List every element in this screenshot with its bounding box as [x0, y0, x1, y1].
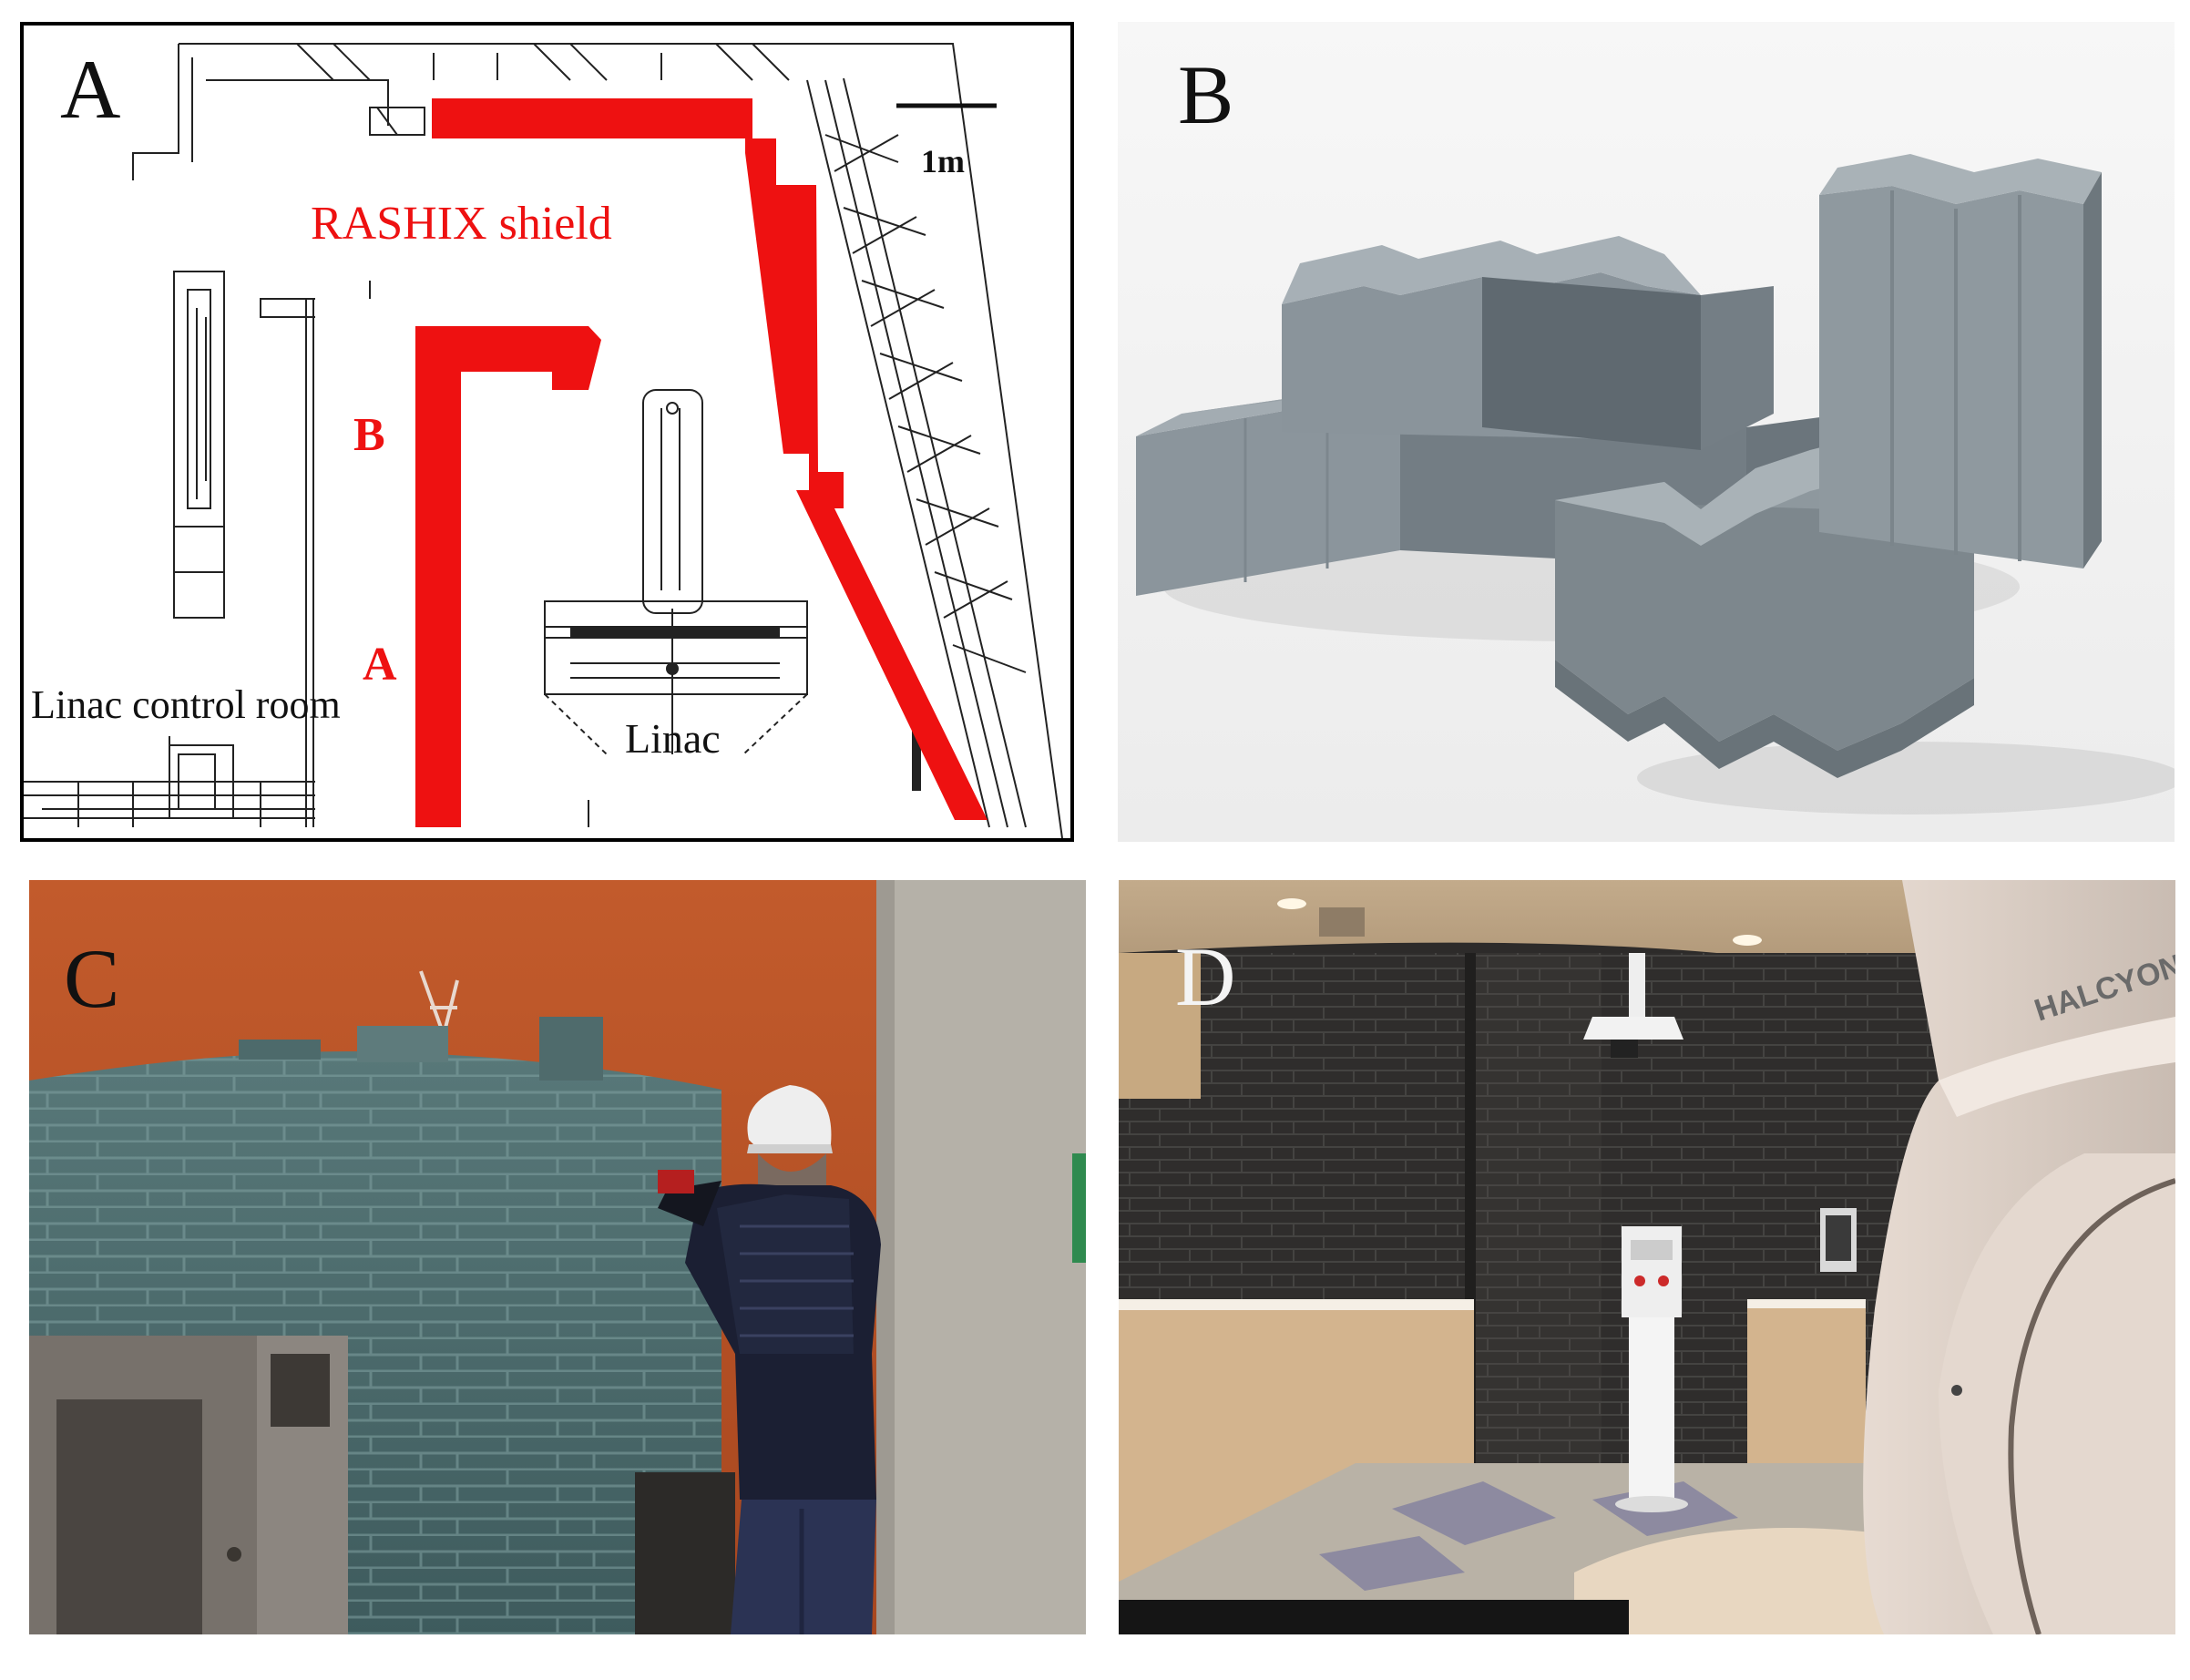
- shield-label: RASHIX shield: [311, 198, 612, 250]
- steel-frame: [29, 1336, 348, 1634]
- scale-bar-label: 1m: [921, 143, 965, 179]
- panel-d-treatment-room-photo: HALCYON D: [1119, 880, 2175, 1634]
- linac-couch-rail: [570, 627, 780, 638]
- ceiling-camera: [1583, 1017, 1683, 1040]
- stacked-block-top: [1282, 236, 1774, 450]
- standing-block-right: [1819, 154, 2102, 569]
- shield-blocks-illustration: [1118, 22, 2175, 842]
- upper-corridor: [206, 79, 389, 126]
- section-marker-a: A: [363, 639, 397, 691]
- linac-gantry: [642, 389, 703, 614]
- worker-figure: [658, 1085, 881, 1634]
- control-room-label: Linac control room: [31, 682, 341, 727]
- left-closet: [173, 271, 225, 619]
- linac-couch: [544, 600, 808, 695]
- panel-c-letter: C: [64, 932, 120, 1025]
- section-marker-b: B: [353, 409, 385, 461]
- floor-plan-drawing: [24, 43, 1063, 838]
- panel-b-letter: B: [1178, 48, 1234, 141]
- rashix-shield-inner: [415, 326, 601, 827]
- panel-c-construction-photo: C: [29, 880, 1086, 1634]
- panel-d-letter: D: [1175, 930, 1236, 1023]
- panel-a-letter: A: [60, 43, 121, 136]
- linac-label: Linac: [625, 715, 721, 762]
- concrete-column: [876, 880, 1086, 1634]
- treatment-room-illustration: HALCYON: [1119, 880, 2175, 1634]
- wall-opening: [635, 1472, 735, 1634]
- wall-cabinet: [1119, 953, 1201, 1099]
- outer-building-outline: [179, 43, 1063, 838]
- panel-b-blocks-photo: B: [1118, 22, 2175, 842]
- top-left-wall: [132, 44, 179, 180]
- panel-a-floor-plan: A 1m RASHIX shield B A Linac control roo…: [20, 22, 1074, 842]
- rashix-shield-outer: [432, 98, 988, 820]
- construction-scene-illustration: [29, 880, 1086, 1634]
